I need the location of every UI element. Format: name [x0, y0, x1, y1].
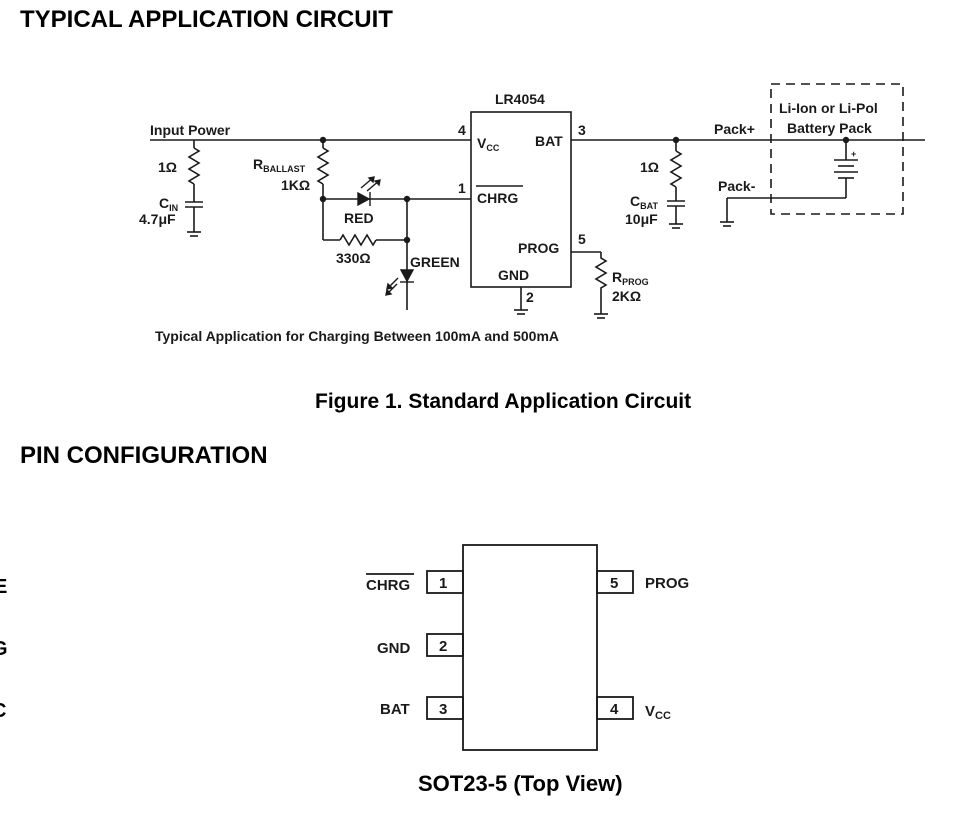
pin-3-number: 3 [439, 701, 447, 718]
pin-box-2 [426, 633, 464, 657]
r-ballast-resistor [316, 147, 330, 185]
r-in-value: 1Ω [158, 159, 177, 175]
pin-configuration-title: PIN CONFIGURATION [20, 442, 268, 469]
vcc-pin-number: 4 [458, 122, 466, 138]
edge-mark-c: C [0, 700, 6, 723]
r-330-resistor [339, 233, 377, 247]
pin-3-label: BAT [380, 701, 410, 718]
edge-mark-e: E [0, 576, 8, 598]
r-in-resistor [187, 147, 201, 185]
c-bat-value: 10μF [625, 211, 658, 227]
prog-pin-label: PROG [518, 240, 559, 256]
pack-minus-label: Pack- [718, 178, 756, 194]
c-bat-label: CBAT [630, 193, 658, 211]
gnd-pin-label: GND [498, 267, 529, 283]
c-in-label: CIN [159, 195, 178, 213]
red-led [357, 176, 381, 207]
battery-pack-line2: Battery Pack [787, 120, 872, 136]
pin-1-number: 1 [439, 575, 447, 592]
figure-caption: Figure 1. Standard Application Circuit [315, 390, 692, 413]
svg-text:+: + [851, 149, 856, 159]
prog-pin-number: 5 [578, 231, 586, 247]
chrg-pin-label: CHRG [477, 190, 518, 206]
r-ballast-label: RBALLAST [253, 156, 306, 174]
typical-application-title: TYPICAL APPLICATION CIRCUIT [20, 6, 393, 33]
pin-2-number: 2 [439, 638, 447, 655]
green-led [385, 269, 415, 296]
c-in-value: 4.7μF [139, 211, 176, 227]
pin-4-number: 4 [610, 701, 619, 718]
red-led-label: RED [344, 210, 374, 226]
green-led-label: GREEN [410, 254, 460, 270]
pack-plus-label: Pack+ [714, 121, 755, 137]
pin-box-3 [426, 696, 464, 720]
pin-4-label: VCC [645, 703, 671, 722]
battery-pack-line1: Li-Ion or Li-Pol [779, 100, 878, 116]
ic-name: LR4054 [495, 91, 545, 107]
bat-pin-label: BAT [535, 133, 563, 149]
r-ballast-value: 1KΩ [281, 177, 310, 193]
edge-mark-g: G [0, 638, 8, 661]
input-power-label: Input Power [150, 122, 231, 138]
circuit-caption: Typical Application for Charging Between… [155, 328, 559, 344]
vcc-pin-label: VCC [477, 135, 500, 153]
gnd-pin-number: 2 [526, 289, 534, 305]
pin-1-label: CHRG [366, 577, 410, 594]
bat-pin-number: 3 [578, 122, 586, 138]
pin-box-1 [426, 570, 464, 594]
pin-2-label: GND [377, 640, 411, 657]
pin-box-4 [596, 696, 634, 720]
r-prog-label: RPROG [612, 269, 649, 287]
pin-5-number: 5 [610, 575, 618, 592]
battery-pack-box [770, 83, 904, 215]
pin-5-label: PROG [645, 575, 689, 592]
r-bat-value: 1Ω [640, 159, 659, 175]
chrg-pin-number: 1 [458, 180, 466, 196]
r-prog-value: 2KΩ [612, 288, 641, 304]
package-name: SOT23-5 (Top View) [418, 771, 623, 796]
pin-box-5 [596, 570, 634, 594]
package-body [462, 544, 598, 751]
r-bat-resistor [669, 150, 683, 188]
r-prog-resistor [594, 252, 608, 314]
r-330-value: 330Ω [336, 250, 371, 266]
